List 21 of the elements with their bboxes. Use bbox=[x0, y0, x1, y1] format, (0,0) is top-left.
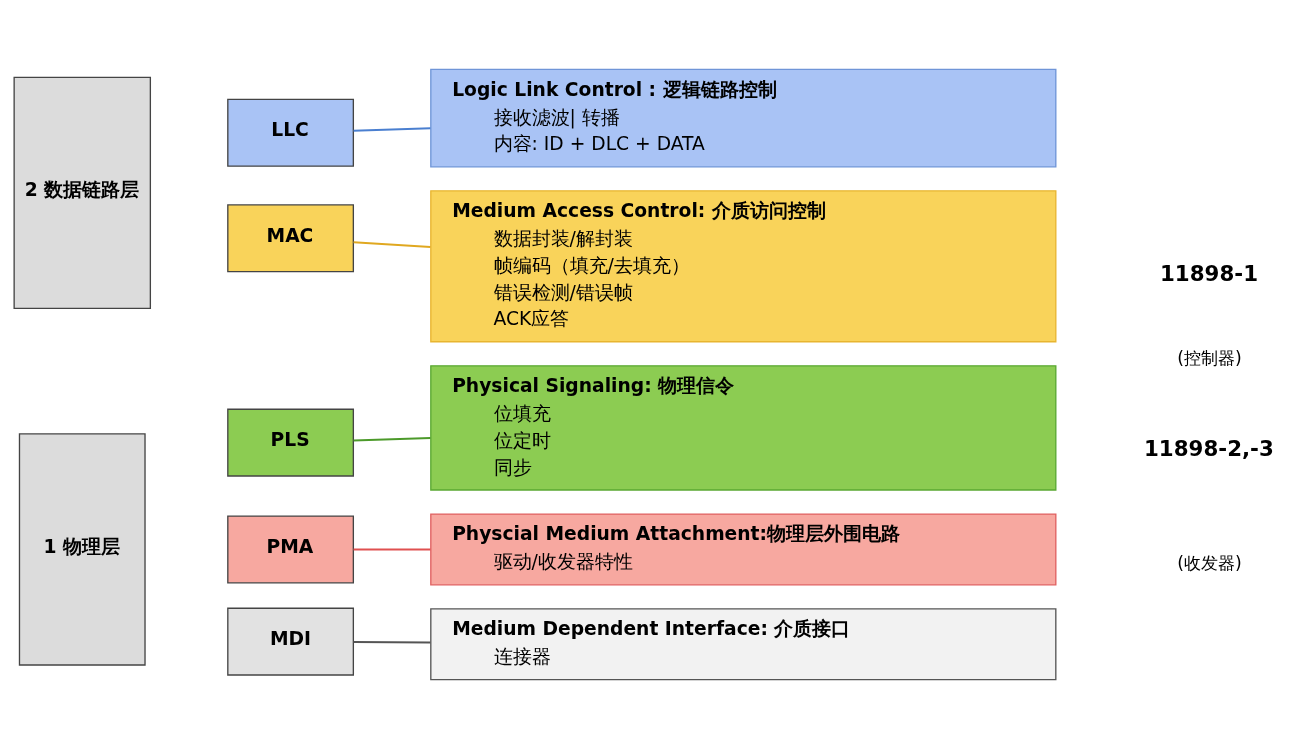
node-box: Logic Link Control : 逻辑链路控制 接收滤波| 转播 内容: ID + DLC + DATA bbox=[430, 68, 1057, 168]
connector bbox=[352, 640, 432, 644]
node-box: PMA bbox=[227, 515, 355, 584]
node-box: Medium Dependent Interface: 介质接口 连接器 bbox=[430, 608, 1057, 681]
node-box: 2 数据链路层 bbox=[13, 76, 152, 310]
node-box: Medium Access Control: 介质访问控制 数据封装/解封装 帧编码（填充/去填充） 错误检测/错误帧 ACK应答 bbox=[430, 190, 1057, 343]
connector bbox=[352, 548, 432, 551]
node-box: LLC bbox=[227, 98, 355, 167]
node-box: MAC bbox=[227, 204, 355, 273]
label: 11898-2,-3 bbox=[1143, 435, 1274, 461]
connector bbox=[352, 437, 432, 442]
node-box: 1 物理层 bbox=[18, 433, 146, 666]
connector bbox=[352, 241, 432, 248]
node-box: Physical Signaling: 物理信令 位填充 位定时 同步 bbox=[430, 365, 1057, 491]
node-box: Physcial Medium Attachment:物理层外围电路 驱动/收发器特性 bbox=[430, 513, 1057, 586]
label: (控制器) bbox=[1177, 348, 1242, 369]
node-box: MDI bbox=[227, 607, 355, 676]
label: (收发器) bbox=[1177, 552, 1242, 573]
connector bbox=[352, 127, 432, 132]
label: 11898-1 bbox=[1159, 260, 1259, 286]
node-box: PLS bbox=[227, 408, 355, 477]
